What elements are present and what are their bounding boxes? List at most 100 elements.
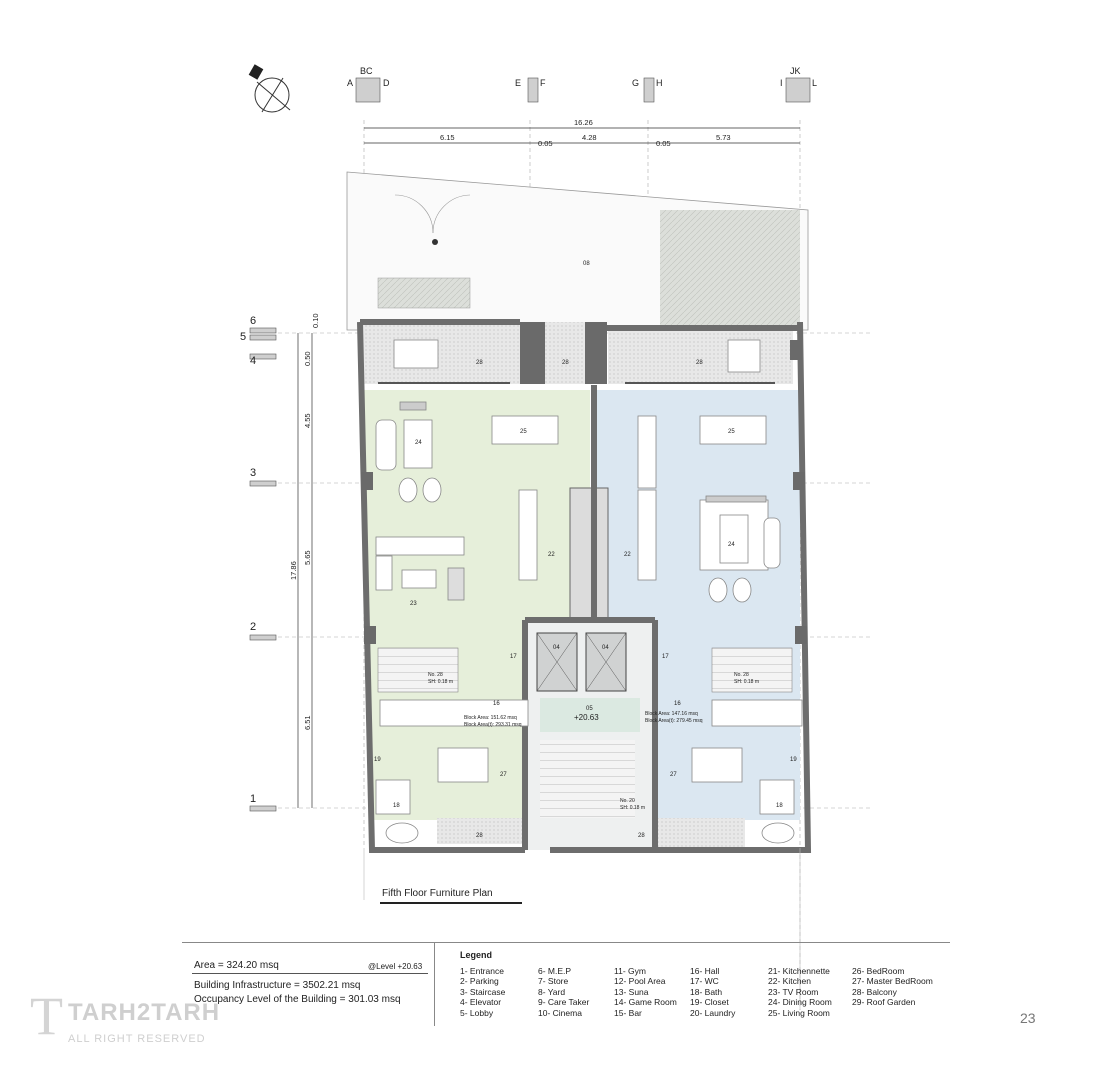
- legend-item: 12- Pool Area: [614, 976, 666, 987]
- balcony-bottom-left: [437, 818, 525, 844]
- legend-col-2: 6- M.E.P 7- Store 8- Yard 9- Care Taker …: [538, 966, 589, 1018]
- stair-core-height: SH: 0.18 m: [620, 805, 645, 811]
- furniture-right: [637, 339, 803, 844]
- room-tag-bath-left: 18: [393, 803, 400, 809]
- yard-area: [346, 171, 809, 331]
- room-tag-yard: 08: [583, 261, 590, 267]
- axis-label-2: 2: [250, 621, 256, 633]
- legend-item: 27- Master BedRoom: [852, 976, 933, 987]
- legend-col-4: 16- Hall 17- WC 18- Bath 19- Closet 20- …: [690, 966, 735, 1018]
- legend-item: 17- WC: [690, 976, 719, 987]
- room-tag-balcony-4: 28: [476, 833, 483, 839]
- stair-left-height: SH: 0.18 m: [428, 679, 453, 685]
- axis-label-6: 6: [250, 315, 256, 327]
- room-tag-balcony-5: 28: [638, 833, 645, 839]
- dim-top-1: 6.15: [440, 133, 455, 142]
- info-top-rule: [182, 942, 950, 943]
- dim-left-4: 5.65: [303, 550, 312, 565]
- stair-left-count: No. 28: [428, 672, 443, 678]
- legend-col-3: 11- Gym 12- Pool Area 13- Suna 14- Game …: [614, 966, 677, 1018]
- legend-item: 14- Game Room: [614, 997, 677, 1008]
- legend-item: 15- Bar: [614, 1007, 642, 1018]
- block-left-area: Block Area: 151.62 msq: [464, 715, 517, 721]
- north-arrow-icon: [248, 64, 291, 113]
- balcony-top-mid: [545, 322, 585, 384]
- legend-item: 9- Care Taker: [538, 997, 590, 1008]
- room-tag-wc-right: 17: [662, 654, 669, 660]
- walls: [357, 319, 812, 853]
- axis-label-i: I: [780, 78, 783, 88]
- info-block: Area = 324.20 msq @Level +20.63 Building…: [182, 942, 950, 1026]
- dim-left-1: 0.10: [311, 313, 320, 328]
- area-text: Area = 324.20 msq: [194, 960, 279, 971]
- block-left-area-t: Block Area(t): 293.31 msq: [464, 722, 522, 728]
- room-tag-wc-left: 17: [510, 654, 517, 660]
- room-tag-living-right: 25: [728, 429, 735, 435]
- dim-top-5: 5.73: [716, 133, 731, 142]
- legend-item: 2- Parking: [460, 976, 499, 987]
- logo-name: TARH2TARH: [68, 999, 221, 1026]
- axis-label-l: L: [812, 78, 817, 88]
- service-shaft: [569, 487, 609, 619]
- area-rule: [192, 973, 428, 974]
- room-tag-hall-right: 16: [674, 701, 681, 707]
- legend-col-1: 1- Entrance 2- Parking 3- Staircase 4- E…: [460, 966, 505, 1018]
- legend-col-5: 21- Kitchennette 22- Kitchen 23- TV Room…: [768, 966, 832, 1018]
- level-text: @Level +20.63: [368, 962, 423, 971]
- core-stair: [540, 740, 635, 818]
- stair-right-count: No. 28: [734, 672, 749, 678]
- axis-markers-left: [249, 327, 277, 812]
- info-divider: [434, 942, 435, 1026]
- axis-label-bc: BC: [360, 66, 373, 76]
- axis-label-a: A: [347, 78, 353, 88]
- legend-item: 26- BedRoom: [852, 966, 905, 976]
- room-tag-bedroom-right: 27: [670, 772, 677, 778]
- block-right-area: Block Area: 147.16 msq: [645, 711, 698, 717]
- stair-core-count: No. 20: [620, 798, 635, 804]
- legend-item: 10- Cinema: [538, 1007, 582, 1018]
- room-tag-balcony-3: 28: [696, 360, 703, 366]
- legend-col-6: 26- BedRoom 27- Master BedRoom 28- Balco…: [852, 966, 933, 1008]
- room-tag-lobby: 05: [586, 706, 593, 712]
- legend-item: 3- Staircase: [460, 986, 506, 997]
- legend-item: 24- Dining Room: [768, 997, 832, 1008]
- room-tag-balcony-2: 28: [562, 360, 569, 366]
- occupancy-text: Occupancy Level of the Building = 301.03…: [194, 994, 401, 1005]
- dim-top-3: 4.28: [582, 133, 597, 142]
- lobby-floor: [540, 698, 640, 732]
- room-tag-lounge: 23: [410, 601, 417, 607]
- dim-left-3: 4.55: [303, 413, 312, 428]
- page-number: 23: [1020, 1010, 1036, 1026]
- block-right-area-t: Block Area(t): 279.45 msq: [645, 718, 703, 724]
- legend-item: 22- Kitchen: [768, 976, 811, 987]
- legend-item: 13- Suna: [614, 986, 649, 997]
- stair-left: [377, 647, 459, 693]
- plan-title-underline: [380, 902, 522, 904]
- room-tag-balcony-1: 28: [476, 360, 483, 366]
- dim-top-2: 0.05: [538, 139, 553, 148]
- room-tag-kitchen-left: 22: [548, 552, 555, 558]
- axis-label-5: 5: [240, 331, 246, 343]
- stair-right-height: SH: 0.18 m: [734, 679, 759, 685]
- dim-total-left: 17.86: [289, 561, 298, 580]
- dimension-lines-left: [297, 333, 313, 808]
- balcony-top-right: [608, 328, 793, 384]
- brand-logo: T TARH2TARH ALL RIGHT RESERVED: [30, 985, 230, 1055]
- dim-total-top: 16.26: [574, 118, 593, 127]
- lobby-level: +20.63: [574, 713, 599, 722]
- axis-label-e: E: [515, 78, 521, 88]
- legend-item: 18- Bath: [690, 986, 723, 997]
- legend-item: 28- Balcony: [852, 986, 897, 997]
- room-tag-bedroom-left: 27: [500, 772, 507, 778]
- legend-item: 8- Yard: [538, 986, 566, 997]
- legend-item: 25- Living Room: [768, 1007, 830, 1018]
- legend-item: 6- M.E.P: [538, 966, 572, 976]
- legend-item: 19- Closet: [690, 997, 729, 1008]
- axis-label-d: D: [383, 78, 390, 88]
- room-tag-bath-right: 18: [776, 803, 783, 809]
- balcony-top-left: [360, 322, 520, 384]
- room-tag-elevator-right: 04: [602, 645, 609, 651]
- legend-title: Legend: [460, 950, 493, 960]
- room-tag-living-left: 25: [520, 429, 527, 435]
- logo-mark-icon: T: [30, 986, 63, 1046]
